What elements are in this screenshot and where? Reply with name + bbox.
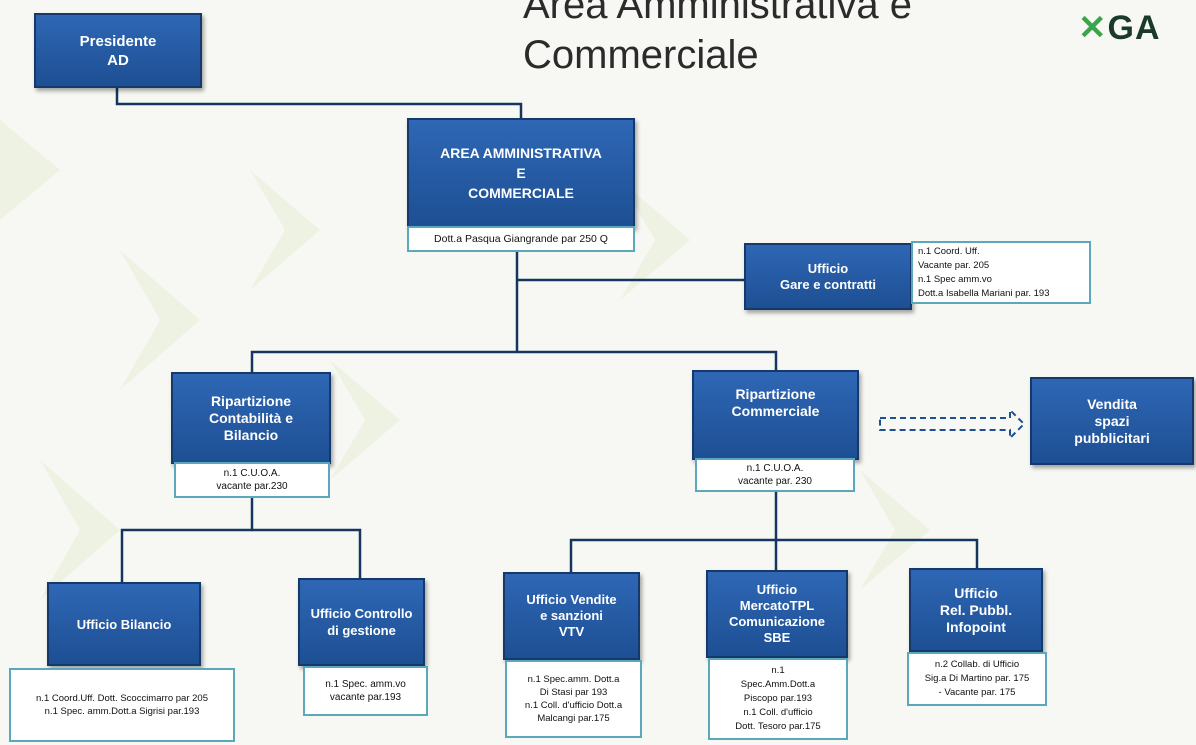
note-gare-contratti: n.1 Coord. Uff. Vacante par. 205 n.1 Spe… [911, 241, 1091, 304]
node-label: Ufficio [756, 582, 798, 597]
note-line: vacante par.193 [329, 692, 402, 703]
node-label: Vendita [1087, 395, 1137, 412]
node-ufficio-vendite-vtv: Ufficio Vendite e sanzioni VTV [503, 572, 640, 660]
note-line: n.1 Spec. amm.Dott.a Sigrisi par.193 [44, 706, 200, 717]
note-line: Sig.a Di Martino par. 175 [924, 673, 1030, 684]
node-ufficio-controllo: Ufficio Controllo di gestione [298, 578, 425, 666]
note-line: n.1 Spec amm.vo [918, 273, 992, 285]
line-commerciale-children [569, 538, 979, 572]
node-label: Commerciale [731, 403, 820, 419]
note-line: Malcangi par.175 [537, 713, 610, 724]
note-line: Piscopo par.193 [743, 693, 813, 704]
node-ripartizione-contabilita: Ripartizione Contabilità e Bilancio [171, 372, 331, 464]
node-label: Bilancio [223, 426, 279, 443]
title-line-1: Area Amministrativa e [523, 0, 913, 27]
note-area-amministrativa: Dott.a Pasqua Giangrande par 250 Q [407, 226, 635, 252]
note-ufficio-bilancio: n.1 Coord.Uff. Dott. Scoccimarro par 205… [9, 668, 235, 742]
note-line: n.2 Collab. di Ufficio [934, 659, 1020, 670]
node-label: e sanzioni [540, 608, 603, 623]
node-label: Infopoint [946, 618, 1006, 635]
node-label: Ufficio Bilancio [76, 616, 172, 632]
node-label: Contabilità e [208, 409, 293, 426]
note-line: n.1 [771, 665, 785, 676]
note-line: n.1 Coord.Uff. Dott. Scoccimarro par 205 [36, 693, 208, 704]
note-ufficio-controllo: n.1 Spec. amm.vo vacante par.193 [303, 666, 428, 716]
note-line: n.1 Coll. d'ufficio Dott.a [524, 700, 623, 711]
note-line: vacante par. 230 [738, 476, 812, 487]
logo-mark-icon: ✕ [1078, 9, 1108, 47]
note-line: n.1 Spec.amm. Dott.a [527, 674, 620, 685]
node-area-amministrativa: AREA AMMINISTRATIVA E COMMERCIALE [407, 118, 635, 228]
node-label: Gare e contratti [779, 276, 877, 292]
node-label: Ripartizione [210, 392, 292, 409]
logo-text: GA [1107, 9, 1161, 47]
node-label: di gestione [327, 623, 396, 638]
node-label: Ufficio [807, 260, 849, 276]
note-line: n.1 C.U.O.A. [746, 463, 804, 474]
node-label: VTV [558, 624, 585, 639]
node-label: Comunicazione [728, 614, 826, 629]
dashed-arrow [879, 407, 1026, 441]
note-ufficio-vendite-vtv: n.1 Spec.amm. Dott.a Di Stasi par 193 n.… [505, 660, 642, 738]
company-logo: ✕GA [1078, 8, 1161, 48]
note-line: n.1 C.U.O.A. [223, 468, 281, 479]
note-line: Dott.a Pasqua Giangrande par 250 Q [434, 232, 608, 245]
note-line: Dott.a Isabella Mariani par. 193 [918, 287, 1050, 299]
node-ufficio-mercato-tpl: Ufficio MercatoTPL Comunicazione SBE [706, 570, 848, 658]
note-ripartizione-commerciale: n.1 C.U.O.A. vacante par. 230 [695, 458, 855, 492]
node-gare-contratti: Ufficio Gare e contratti [744, 243, 912, 310]
note-line: n.1 Coord. Uff. [918, 245, 980, 257]
node-label: spazi [1094, 412, 1130, 429]
note-line: Di Stasi par 193 [539, 687, 608, 698]
note-line: Spec.Amm.Dott.a [740, 679, 816, 690]
node-label: Ufficio Vendite [526, 592, 617, 607]
note-ripartizione-contabilita: n.1 C.U.O.A. vacante par.230 [174, 462, 330, 498]
node-label: Ufficio Controllo [310, 606, 413, 621]
node-label: MercatoTPL [739, 598, 815, 613]
node-vendita-spazi: Vendita spazi pubblicitari [1030, 377, 1194, 465]
note-line: n.1 Coll. d'ufficio [743, 707, 813, 718]
node-label: COMMERCIALE [468, 185, 574, 201]
note-line: n.1 Spec. amm.vo [325, 679, 406, 690]
note-line: vacante par.230 [216, 481, 288, 492]
node-label: SBE [763, 630, 791, 645]
node-ufficio-rel-pubbl: Ufficio Rel. Pubbl. Infopoint [909, 568, 1043, 652]
line-to-controllo [252, 528, 362, 578]
note-ufficio-mercato-tpl: n.1 Spec.Amm.Dott.a Piscopo par.193 n.1 … [708, 658, 848, 740]
title-line-2: Commerciale [523, 33, 759, 77]
page-title: Area Amministrativa e Commerciale [523, 0, 912, 80]
node-ufficio-bilancio: Ufficio Bilancio [47, 582, 201, 666]
node-label: Ripartizione [735, 386, 816, 402]
node-label: AD [107, 51, 129, 69]
node-label: E [516, 165, 526, 181]
node-label: Presidente [79, 32, 157, 50]
note-line: Dott. Tesoro par.175 [735, 721, 821, 732]
node-label: Ufficio [954, 584, 998, 601]
node-ripartizione-commerciale: Ripartizione Commerciale [692, 370, 859, 460]
line-to-ripartizioni [250, 350, 778, 372]
node-presidente: Presidente AD [34, 13, 202, 88]
node-label: pubblicitari [1074, 429, 1150, 446]
node-label: AREA AMMINISTRATIVA [440, 145, 602, 161]
note-line: - Vacante par. 175 [938, 687, 1016, 698]
note-ufficio-rel-pubbl: n.2 Collab. di Ufficio Sig.a Di Martino … [907, 652, 1047, 706]
note-line: Vacante par. 205 [918, 259, 990, 271]
line-presidente-area [115, 88, 523, 120]
node-label: Rel. Pubbl. [939, 601, 1013, 618]
line-contabilita-children [120, 498, 254, 582]
